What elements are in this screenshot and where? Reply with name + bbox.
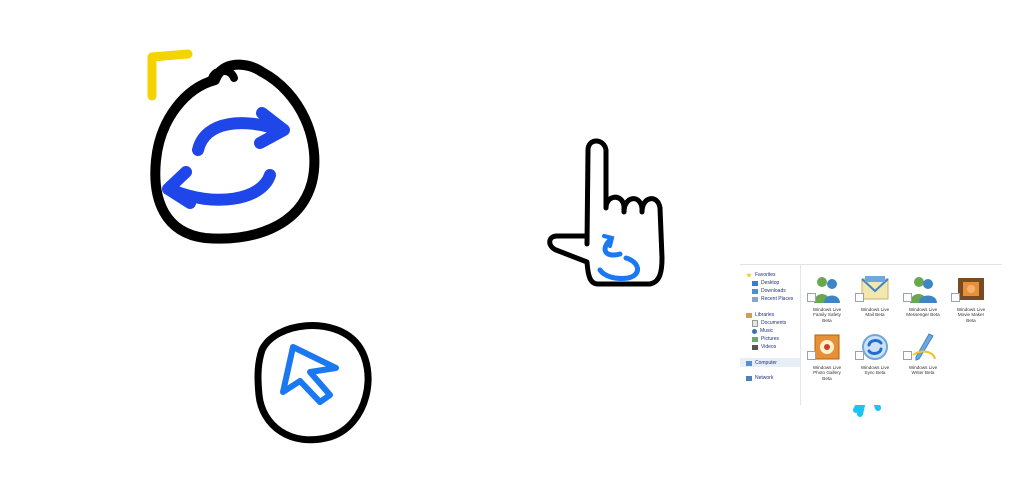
corner-mark-icon <box>147 49 193 101</box>
photo-gallery-icon <box>814 334 840 360</box>
computer-icon <box>746 360 752 366</box>
nav-videos-label: Videos <box>761 344 777 350</box>
sync-icon[interactable] <box>162 107 290 209</box>
nav-computer-highlight <box>740 358 800 367</box>
tile-family-safety-label: Windows Live Family Safety Beta <box>812 307 842 323</box>
tile-movie-maker[interactable]: Windows Live Movie Maker Beta <box>947 265 995 323</box>
nav-libraries-label: Libraries <box>755 312 775 318</box>
tile-mail-label: Windows Live Mail Beta <box>860 307 890 318</box>
nav-documents[interactable]: Documents <box>752 319 786 327</box>
nav-computer-label: Computer <box>755 360 777 366</box>
nav-pictures[interactable]: Pictures <box>752 335 779 343</box>
mail-icon <box>861 276 889 300</box>
pointer-outline <box>254 322 372 444</box>
sync-outline <box>150 59 320 244</box>
pictures-icon <box>752 336 758 342</box>
tile-sync-label: Windows Live Sync Beta <box>860 365 890 376</box>
nav-videos[interactable]: Videos <box>752 343 776 351</box>
nav-favorites[interactable]: Favorites <box>746 271 776 279</box>
nav-music-label: Music <box>760 328 774 334</box>
tile-sync[interactable]: Windows Live Sync Beta <box>851 323 899 379</box>
tile-movie-maker-label: Windows Live Movie Maker Beta <box>956 307 986 323</box>
recent-places-icon <box>752 296 758 302</box>
tile-messenger[interactable]: Windows Live Messenger Beta <box>899 265 947 321</box>
network-icon <box>746 375 752 381</box>
tile-messenger-label: Windows Live Messenger Beta <box>906 307 940 318</box>
star-icon <box>746 272 752 278</box>
movie-maker-icon <box>958 278 984 300</box>
nav-pictures-label: Pictures <box>761 336 780 342</box>
nav-computer[interactable]: Computer <box>746 359 777 367</box>
shortcut-arrow-icon <box>903 293 912 302</box>
nav-desktop-label: Desktop <box>761 280 780 286</box>
tile-mail[interactable]: Windows Live Mail Beta <box>851 265 899 321</box>
nav-libraries[interactable]: Libraries <box>746 311 774 319</box>
shortcut-arrow-icon <box>807 351 816 360</box>
shortcut-arrow-icon <box>807 293 816 302</box>
sync-outline-loop <box>207 66 238 86</box>
nav-network[interactable]: Network <box>746 374 773 382</box>
desktop-icon <box>752 280 758 286</box>
navigation-pane: Favorites Desktop Downloads Recent Place… <box>740 265 801 405</box>
tile-family-safety[interactable]: Windows Live Family Safety Beta <box>803 265 851 323</box>
nav-network-label: Network <box>755 375 774 381</box>
downloads-icon <box>752 288 758 294</box>
nav-documents-label: Documents <box>761 320 787 326</box>
shortcut-arrow-icon <box>855 351 864 360</box>
libraries-icon <box>746 312 752 318</box>
shortcut-arrow-icon <box>951 293 960 302</box>
shortcut-arrow-icon <box>855 293 864 302</box>
tile-writer-label: Windows Live Writer Beta <box>908 365 938 376</box>
documents-icon <box>752 319 758 327</box>
nav-downloads-label: Downloads <box>761 288 786 294</box>
tile-photo-gallery-label: Windows Live Photo Gallery Beta <box>812 365 842 381</box>
family-safety-icon <box>814 277 840 303</box>
explorer-window: Favorites Desktop Downloads Recent Place… <box>740 264 1002 405</box>
nav-recent-label: Recent Places <box>761 296 794 302</box>
writer-icon <box>912 333 936 361</box>
shortcut-arrow-icon <box>903 351 912 360</box>
messenger-icon <box>910 277 937 303</box>
content-pane: Windows Live Family Safety Beta Windows … <box>801 265 1002 405</box>
sync-app-icon <box>862 334 888 360</box>
nav-recent-places[interactable]: Recent Places <box>752 295 793 303</box>
nav-downloads[interactable]: Downloads <box>752 287 786 295</box>
hand-gesture-icon[interactable] <box>547 138 665 287</box>
nav-music[interactable]: Music <box>752 327 773 335</box>
music-icon <box>752 328 757 334</box>
nav-favorites-label: Favorites <box>755 272 776 278</box>
videos-icon <box>752 344 758 350</box>
nav-desktop[interactable]: Desktop <box>752 279 779 287</box>
tile-writer[interactable]: Windows Live Writer Beta <box>899 323 947 379</box>
tile-photo-gallery[interactable]: Windows Live Photo Gallery Beta <box>803 323 851 381</box>
pointer-icon[interactable] <box>280 344 339 405</box>
